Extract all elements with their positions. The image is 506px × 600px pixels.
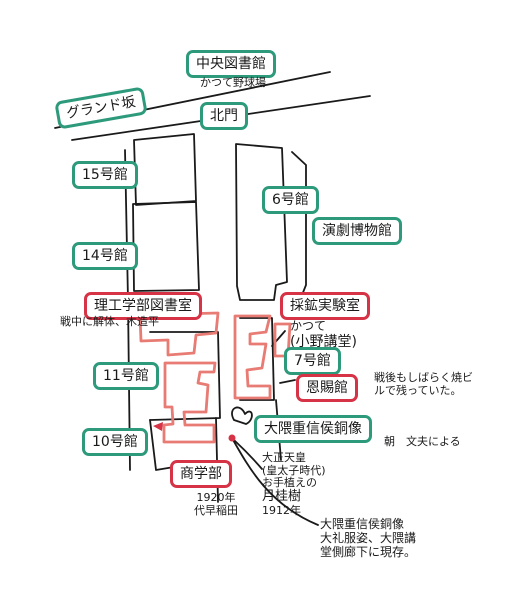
wartime-note: 戦中に解体、木造平 bbox=[60, 315, 159, 328]
bldg6-label: 6号館 bbox=[262, 186, 319, 214]
okuma-statue-label: 大隈重信侯銅像 bbox=[254, 415, 372, 443]
bldg14-label: 14号館 bbox=[72, 242, 138, 270]
ono-lecture-note: かつて (小野講堂) bbox=[290, 319, 357, 350]
asahi-note: 朝 文夫による bbox=[384, 435, 461, 448]
statue-note: 大隈重信侯銅像 大礼服姿、大隈講 堂側廊下に現存。 bbox=[320, 517, 417, 559]
building-15 bbox=[133, 133, 197, 206]
commerce-dept-label: 商学部 bbox=[170, 460, 232, 488]
bldg7-label: 7号館 bbox=[284, 347, 341, 375]
north-gate-label: 北門 bbox=[200, 102, 248, 130]
bldg15-label: 15号館 bbox=[72, 161, 138, 189]
building-11-outline bbox=[149, 331, 221, 421]
year-1920-note: 1920年 代早稲田 bbox=[194, 491, 238, 517]
onshi-note: 戦後もしばらく焼ビルで残っていた。 bbox=[374, 371, 473, 397]
former-mining-lab bbox=[233, 314, 272, 400]
tree-icon bbox=[231, 406, 253, 425]
building-6 bbox=[235, 143, 288, 301]
east-boundary bbox=[291, 151, 307, 301]
okuma-statue-marker bbox=[228, 434, 236, 442]
onshi-kan-label: 恩賜館 bbox=[296, 374, 358, 402]
leader-onshi bbox=[279, 379, 296, 384]
science-eng-library-label: 理工学部図書室 bbox=[84, 292, 202, 320]
mining-lab-label: 採鉱実験室 bbox=[280, 292, 370, 320]
central-library-note: かつて野球場 bbox=[200, 76, 266, 89]
bldg11-label: 11号館 bbox=[93, 362, 159, 390]
former-library-block bbox=[138, 311, 220, 357]
commerce-entrance-arrow bbox=[153, 422, 163, 431]
leader-tree bbox=[233, 439, 263, 470]
central-library-label: 中央図書館 bbox=[186, 50, 276, 78]
building-14 bbox=[132, 201, 200, 292]
theatre-museum-label: 演劇博物館 bbox=[312, 217, 402, 245]
former-commerce-building bbox=[162, 361, 217, 444]
taisho-note: 大正天皇 (皇太子時代) お手植えの 月桂樹 1912年 bbox=[262, 451, 326, 517]
building-7-outline bbox=[239, 317, 275, 401]
leader-statue bbox=[231, 437, 319, 526]
bldg10-label: 10号館 bbox=[82, 428, 148, 456]
